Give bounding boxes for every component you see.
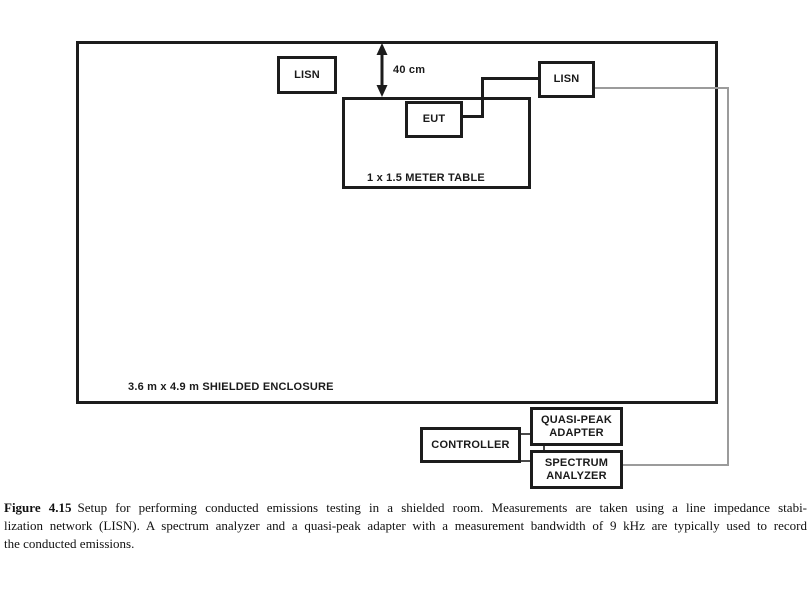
caption-line-1-text: Setup for performing conducted emissions…: [77, 500, 808, 515]
shielded-enclosure-outline: [76, 41, 718, 404]
lisn-left-label: LISN: [294, 68, 320, 81]
quasi-peak-adapter-box: QUASI-PEAK ADAPTER: [530, 407, 623, 446]
caption-line-3: the conducted emissions.: [4, 536, 135, 551]
quasi-peak-adapter-label-line2: ADAPTER: [549, 426, 604, 439]
eut-label: EUT: [422, 113, 446, 125]
eut-box: EUT: [405, 101, 463, 138]
eut-to-lisn-wire-segment: [481, 77, 538, 80]
caption-line-2: lization network (LISN). A spectrum anal…: [4, 518, 807, 533]
controller-box: CONTROLLER: [420, 427, 521, 463]
quasi-peak-adapter-label-line1: QUASI-PEAK: [540, 413, 613, 426]
meter-table-label: 1 x 1.5 METER TABLE: [367, 172, 485, 184]
lisn-cable-right-segment: [727, 87, 729, 466]
lisn-cable-top-segment: [595, 87, 729, 89]
lisn-right-label: LISN: [553, 73, 580, 85]
eut-wire-vertical-segment: [481, 77, 484, 118]
quasi-peak-to-spectrum-wire: [543, 446, 545, 450]
controller-to-spectrum-wire: [521, 460, 530, 462]
distance-arrow-icon: [376, 43, 388, 97]
meter-table-outline: [342, 97, 531, 189]
controller-to-quasi-peak-wire: [521, 433, 530, 435]
enclosure-dimension-label: 3.6 m x 4.9 m SHIELDED ENCLOSURE: [128, 381, 334, 393]
figure-caption: Figure 4.15 Setup for performing conducte…: [4, 499, 807, 553]
distance-label: 40 cm: [393, 64, 426, 76]
eut-wire-horizontal-segment: [463, 115, 484, 118]
controller-label: CONTROLLER: [431, 438, 510, 451]
lisn-left-box: LISN: [277, 56, 337, 94]
caption-line-1: Figure 4.15 Setup for performing conducte…: [4, 499, 807, 517]
lisn-right-box: LISN: [538, 61, 595, 98]
lisn-cable-bottom-segment: [623, 464, 729, 466]
figure-number-label: Figure 4.15: [4, 500, 72, 515]
spectrum-analyzer-box: SPECTRUM ANALYZER: [530, 450, 623, 489]
spectrum-analyzer-label-line1: SPECTRUM: [544, 456, 609, 469]
spectrum-analyzer-label-line2: ANALYZER: [546, 469, 607, 482]
